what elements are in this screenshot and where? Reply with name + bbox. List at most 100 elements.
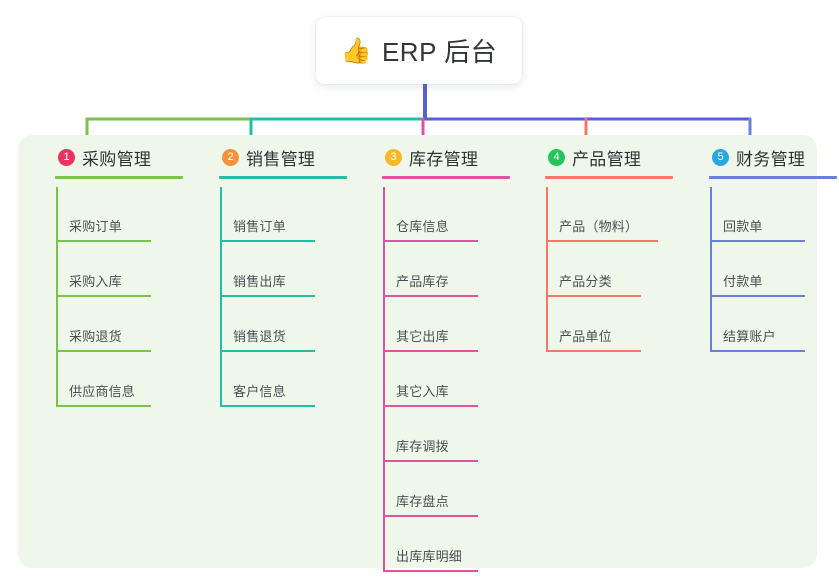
item-label: 销售订单 (233, 219, 286, 234)
item-label: 结算账户 (723, 329, 776, 344)
list-item[interactable]: 库存盘点 (363, 462, 528, 517)
item-rule (56, 295, 151, 297)
item-label: 出库库明细 (396, 549, 463, 564)
item-rule (710, 240, 805, 242)
item-label: 销售退货 (233, 329, 286, 344)
branch-title-3: 库存管理 (409, 149, 479, 169)
list-item[interactable]: 其它入库 (363, 352, 528, 407)
item-label: 产品单位 (559, 329, 612, 344)
item-rule (383, 350, 478, 352)
item-label: 库存盘点 (396, 494, 449, 509)
branch-number-badge-1: 1 (58, 148, 75, 166)
branch-title-2: 销售管理 (246, 149, 316, 169)
list-item[interactable]: 客户信息 (200, 352, 365, 407)
branch-header-2[interactable]: 2 销售管理 (200, 135, 365, 179)
branch-trunk-4 (546, 187, 548, 352)
list-item[interactable]: 产品分类 (526, 242, 691, 297)
item-label: 产品库存 (396, 274, 449, 289)
branch-column-1: 1 采购管理 采购订单 采购入库 采购退货 供应商信 (36, 135, 201, 407)
branch-rule-2 (219, 176, 347, 179)
item-label: 库存调拨 (396, 439, 449, 454)
branch-trunk-1 (56, 187, 58, 407)
item-rule (546, 240, 658, 242)
item-rule (546, 350, 641, 352)
branch-trunk-3 (383, 187, 385, 572)
branch-items-4: 产品（物料） 产品分类 产品单位 (526, 187, 691, 352)
list-item[interactable]: 出库库明细 (363, 517, 528, 572)
branch-rule-1 (55, 176, 183, 179)
item-rule (383, 570, 478, 572)
branch-header-3[interactable]: 3 库存管理 (363, 135, 528, 179)
branch-items-3: 仓库信息 产品库存 其它出库 其它入库 库存调拨 (363, 187, 528, 572)
list-item[interactable]: 采购订单 (36, 187, 201, 242)
branch-header-1[interactable]: 1 采购管理 (36, 135, 201, 179)
branch-column-2: 2 销售管理 销售订单 销售出库 销售退货 客户信息 (200, 135, 365, 407)
item-label: 仓库信息 (396, 219, 449, 234)
item-rule (383, 405, 478, 407)
list-item[interactable]: 采购退货 (36, 297, 201, 352)
item-label: 客户信息 (233, 384, 286, 399)
list-item[interactable]: 产品库存 (363, 242, 528, 297)
branch-number-badge-2: 2 (222, 148, 239, 166)
item-rule (56, 240, 151, 242)
branch-title-5: 财务管理 (736, 149, 806, 169)
branch-number-badge-4: 4 (548, 148, 565, 166)
branch-rule-5 (709, 176, 837, 179)
item-label: 产品（物料） (559, 219, 639, 234)
branch-column-3: 3 库存管理 仓库信息 产品库存 其它出库 其它入库 (363, 135, 528, 572)
branch-columns: 1 采购管理 采购订单 采购入库 采购退货 供应商信 (18, 135, 837, 572)
branch-number-badge-5: 5 (712, 148, 729, 166)
root-node-title: ERP 后台 (381, 37, 498, 67)
item-label: 供应商信息 (69, 384, 136, 399)
item-rule (220, 405, 315, 407)
list-item[interactable]: 销售出库 (200, 242, 365, 297)
branch-header-5[interactable]: 5 财务管理 (690, 135, 839, 179)
item-label: 其它入库 (396, 384, 449, 399)
item-rule (56, 350, 151, 352)
item-label: 回款单 (723, 219, 763, 234)
branch-rule-3 (382, 176, 510, 179)
list-item[interactable]: 其它出库 (363, 297, 528, 352)
root-node[interactable]: 👍 ERP 后台 (316, 17, 522, 84)
list-item[interactable]: 供应商信息 (36, 352, 201, 407)
item-rule (710, 295, 805, 297)
list-item[interactable]: 产品（物料） (526, 187, 691, 242)
list-item[interactable]: 库存调拨 (363, 407, 528, 462)
item-label: 采购入库 (69, 274, 122, 289)
list-item[interactable]: 结算账户 (690, 297, 839, 352)
item-rule (220, 240, 315, 242)
list-item[interactable]: 产品单位 (526, 297, 691, 352)
list-item[interactable]: 销售退货 (200, 297, 365, 352)
item-label: 采购退货 (69, 329, 122, 344)
list-item[interactable]: 仓库信息 (363, 187, 528, 242)
item-label: 付款单 (723, 274, 763, 289)
item-label: 其它出库 (396, 329, 449, 344)
branch-number-badge-3: 3 (385, 148, 402, 166)
branch-items-1: 采购订单 采购入库 采购退货 供应商信息 (36, 187, 201, 407)
list-item[interactable]: 销售订单 (200, 187, 365, 242)
list-item[interactable]: 回款单 (690, 187, 839, 242)
branch-trunk-2 (220, 187, 222, 407)
item-rule (383, 460, 478, 462)
branch-column-5: 5 财务管理 回款单 付款单 结算账户 (690, 135, 839, 352)
list-item[interactable]: 采购入库 (36, 242, 201, 297)
branch-items-5: 回款单 付款单 结算账户 (690, 187, 839, 352)
item-label: 产品分类 (559, 274, 612, 289)
branch-header-4[interactable]: 4 产品管理 (526, 135, 691, 179)
item-rule (383, 295, 478, 297)
branch-title-1: 采购管理 (82, 149, 152, 169)
item-rule (383, 240, 478, 242)
item-rule (56, 405, 151, 407)
list-item[interactable]: 付款单 (690, 242, 839, 297)
branch-trunk-5 (710, 187, 712, 352)
item-label: 采购订单 (69, 219, 122, 234)
branch-title-4: 产品管理 (572, 149, 642, 169)
branch-rule-4 (545, 176, 673, 179)
item-label: 销售出库 (233, 274, 286, 289)
thumbs-up-icon: 👍 (340, 36, 372, 65)
item-rule (710, 350, 805, 352)
item-rule (220, 350, 315, 352)
item-rule (546, 295, 641, 297)
branch-items-2: 销售订单 销售出库 销售退货 客户信息 (200, 187, 365, 407)
